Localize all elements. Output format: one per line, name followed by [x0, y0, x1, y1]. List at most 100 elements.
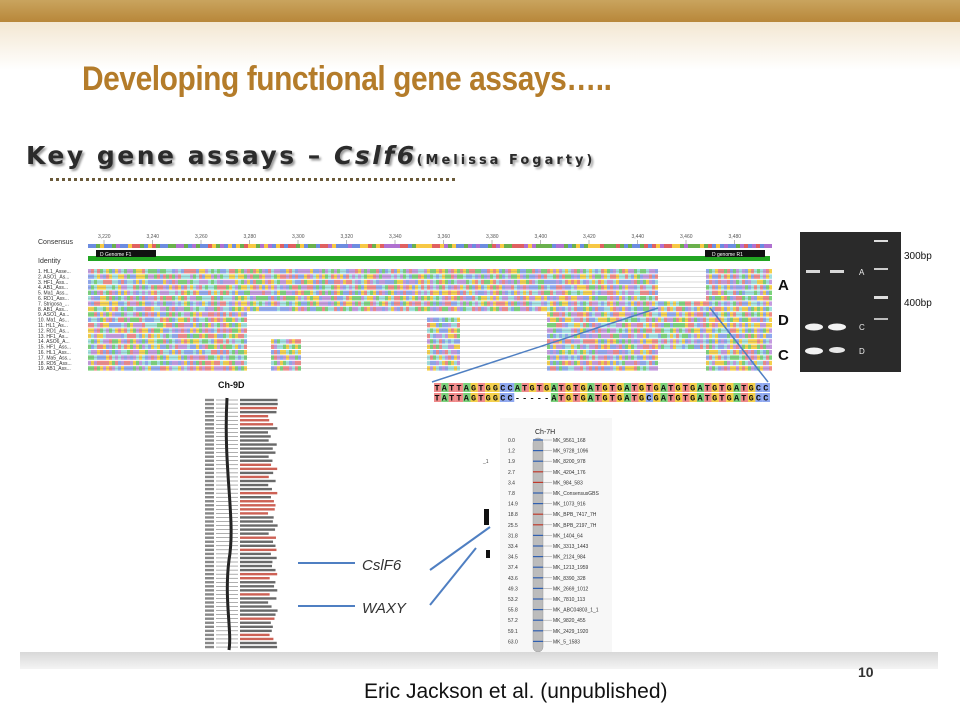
position-tick-label: 3,460: [680, 234, 693, 240]
nucleotide-letter: T: [456, 384, 461, 394]
nucleotide-cell: [521, 383, 529, 392]
consensus-base: [672, 244, 676, 248]
consensus-base: [252, 244, 256, 248]
nucleotide-letter: A: [624, 384, 630, 394]
map-9d-marker-name: [240, 621, 271, 624]
consensus-base: [600, 244, 604, 248]
gel-band-label-c: C: [859, 323, 865, 332]
nucleotide-letter: G: [529, 384, 534, 394]
nucleotide-cell: [470, 383, 478, 392]
consensus-base: [244, 244, 248, 248]
consensus-base: [584, 244, 588, 248]
nucleotide-letter: A: [551, 384, 557, 394]
position-tick-label: 3,240: [147, 234, 160, 240]
nucleotide-letter: -: [522, 394, 527, 404]
consensus-base: [448, 244, 452, 248]
position-tick-label: 3,320: [341, 234, 354, 240]
map-9d-position: [205, 447, 214, 450]
gel-ladder-band: [874, 318, 888, 320]
consensus-base: [156, 244, 160, 248]
subtitle-underline: [50, 178, 455, 181]
map-9d-position: [205, 593, 214, 596]
gel-band: [805, 347, 823, 355]
map-9d-marker-name: [240, 459, 273, 462]
nucleotide-cell: [587, 383, 595, 392]
map-9d-position: [205, 491, 214, 495]
map-7h-position: 0.0: [508, 438, 515, 444]
map-9d-position: [205, 500, 214, 503]
map-9d-marker-name: [240, 629, 272, 633]
alignment-cell: [769, 328, 772, 333]
nucleotide-letter: G: [603, 394, 608, 404]
nucleotide-cell: [558, 383, 566, 392]
consensus-base: [232, 244, 236, 248]
consensus-base: [572, 244, 576, 248]
position-tick-label: 3,360: [438, 234, 451, 240]
sequence-name: 13. HF1_As...: [38, 334, 69, 340]
consensus-base: [732, 244, 736, 248]
nucleotide-letter: G: [676, 394, 681, 404]
consensus-base: [136, 244, 140, 248]
nucleotide-cell: [528, 393, 537, 402]
sequence-name: 15. HF1_Ass...: [38, 345, 71, 351]
nucleotide-cell: [696, 383, 705, 392]
consensus-base: [220, 244, 224, 248]
map-9d-position: [205, 467, 214, 471]
map-9d-position: [205, 605, 214, 608]
map-9d-position: [205, 524, 214, 527]
nucleotide-cell: [645, 383, 654, 392]
primer-right-box: [705, 250, 765, 257]
consensus-base: [292, 244, 296, 248]
consensus-base: [212, 244, 216, 248]
consensus-base: [144, 244, 148, 248]
map-9d-position: [205, 435, 214, 438]
nucleotide-cell: [565, 383, 573, 392]
map-7h-title: Ch-7H: [535, 429, 555, 436]
consensus-base: [536, 244, 540, 248]
nucleotide-letter: A: [624, 394, 630, 404]
map-7h-position: 53.2: [508, 597, 518, 603]
map-7h-position: 7.8: [508, 491, 515, 497]
ladder-label-300: 300bp: [904, 251, 932, 262]
consensus-base: [456, 244, 460, 248]
map-7h-position: 34.5: [508, 555, 518, 561]
consensus-base: [404, 244, 408, 248]
nucleotide-cell: [631, 393, 639, 402]
consensus-base: [564, 244, 568, 248]
nucleotide-cell: [675, 383, 683, 392]
nucleotide-cell: [645, 393, 654, 402]
consensus-base: [316, 244, 320, 248]
nucleotide-cell: [499, 393, 508, 402]
consensus-base: [412, 244, 416, 248]
nucleotide-cell: [623, 383, 632, 392]
linkage-map-9d: Ch-9D: [205, 380, 278, 651]
map-9d-position: [205, 556, 214, 560]
consensus-base: [300, 244, 304, 248]
map-9d-position: [205, 455, 214, 458]
nucleotide-cell: [492, 393, 500, 402]
nucleotide-cell: [550, 393, 559, 402]
map-9d-marker-name: [240, 435, 271, 438]
nucleotide-letter: A: [464, 394, 470, 404]
map-7h-position: 63.0: [508, 639, 518, 645]
nucleotide-cell: [711, 383, 719, 392]
consensus-base: [472, 244, 476, 248]
consensus-base: [488, 244, 492, 248]
sequence-name: 16. HL1_Ass...: [38, 350, 71, 356]
nucleotide-letter: T: [741, 384, 746, 394]
map-9d-marker-name: [240, 609, 278, 612]
primer-right-label: D genome R1: [712, 252, 743, 258]
nucleotide-letter: G: [727, 394, 732, 404]
map-7h-position: 2.7: [508, 470, 515, 476]
map-7h-position: 57.2: [508, 618, 518, 624]
qtl-bar: [484, 509, 489, 525]
consensus-base: [588, 244, 592, 248]
consensus-base: [700, 244, 704, 248]
consensus-base: [680, 244, 684, 248]
map-9d-marker-name: [240, 572, 278, 576]
nucleotide-letter: G: [486, 394, 491, 404]
map-7h-position: 55.8: [508, 608, 518, 614]
consensus-base: [196, 244, 200, 248]
nucleotide-letter: T: [559, 384, 564, 394]
